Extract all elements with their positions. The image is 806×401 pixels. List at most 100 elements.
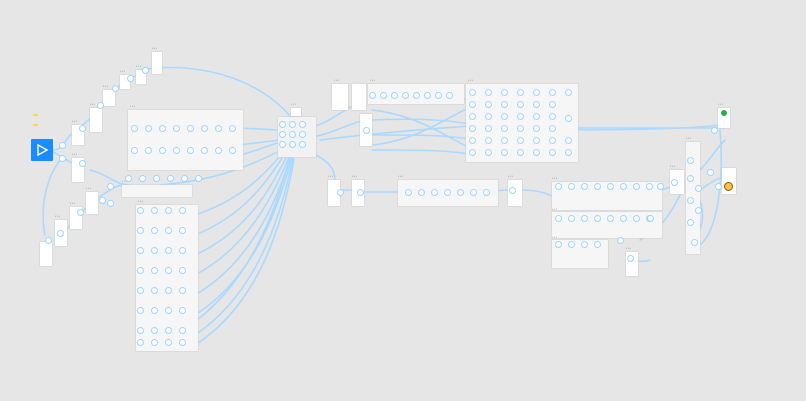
hotspot[interactable] — [500, 124, 508, 132]
hotspot[interactable] — [356, 188, 364, 196]
hotspot[interactable] — [298, 140, 306, 148]
hotspot[interactable] — [484, 148, 492, 156]
hotspot[interactable] — [554, 240, 562, 248]
hotspot[interactable] — [228, 124, 236, 132]
hotspot[interactable] — [166, 174, 174, 182]
hotspot[interactable] — [532, 88, 540, 96]
hotspot[interactable] — [500, 112, 508, 120]
hotspot[interactable] — [656, 182, 664, 190]
hotspot[interactable] — [158, 124, 166, 132]
hotspot[interactable] — [178, 306, 186, 314]
hotspot[interactable] — [593, 214, 601, 222]
hotspot[interactable] — [130, 146, 138, 154]
hotspot[interactable] — [686, 174, 694, 182]
hotspot[interactable] — [468, 148, 476, 156]
hotspot[interactable] — [484, 136, 492, 144]
hotspot[interactable] — [593, 240, 601, 248]
hotspot[interactable] — [336, 188, 344, 196]
hotspot[interactable] — [580, 240, 588, 248]
hotspot[interactable] — [580, 182, 588, 190]
hotspot[interactable] — [616, 236, 624, 244]
hotspot[interactable] — [58, 154, 66, 162]
hotspot[interactable] — [98, 196, 106, 204]
hotspot[interactable] — [144, 124, 152, 132]
hotspot[interactable] — [96, 101, 104, 109]
hotspot[interactable] — [78, 124, 86, 132]
hotspot[interactable] — [178, 286, 186, 294]
hotspot[interactable] — [632, 214, 640, 222]
frame[interactable] — [103, 90, 115, 106]
hotspot[interactable] — [136, 246, 144, 254]
hotspot[interactable] — [136, 266, 144, 274]
hotspot[interactable] — [150, 306, 158, 314]
hotspot[interactable] — [646, 214, 654, 222]
hotspot[interactable] — [469, 188, 477, 196]
hotspot[interactable] — [362, 126, 370, 134]
hotspot[interactable] — [278, 130, 286, 138]
hotspot[interactable] — [180, 174, 188, 182]
hotspot[interactable] — [500, 88, 508, 96]
frame[interactable] — [332, 84, 348, 110]
hotspot[interactable] — [632, 182, 640, 190]
frame[interactable] — [328, 180, 340, 206]
hotspot[interactable] — [686, 156, 694, 164]
hotspot[interactable] — [694, 206, 702, 214]
hotspot[interactable] — [164, 226, 172, 234]
hotspot[interactable] — [164, 206, 172, 214]
hotspot[interactable] — [548, 112, 556, 120]
hotspot[interactable] — [401, 91, 409, 99]
hotspot[interactable] — [390, 91, 398, 99]
frame[interactable] — [86, 192, 98, 214]
hotspot[interactable] — [150, 338, 158, 346]
hotspot[interactable] — [288, 120, 296, 128]
hotspot[interactable] — [500, 136, 508, 144]
hotspot[interactable] — [158, 146, 166, 154]
hotspot[interactable] — [379, 91, 387, 99]
hotspot[interactable] — [106, 182, 114, 190]
hotspot[interactable] — [178, 246, 186, 254]
hotspot[interactable] — [516, 112, 524, 120]
hotspot[interactable] — [548, 100, 556, 108]
frame[interactable] — [40, 242, 52, 266]
hotspot[interactable] — [564, 88, 572, 96]
hotspot[interactable] — [76, 208, 84, 216]
hotspot[interactable] — [606, 182, 614, 190]
hotspot[interactable] — [532, 112, 540, 120]
hotspot[interactable] — [150, 226, 158, 234]
hotspot[interactable] — [172, 146, 180, 154]
hotspot[interactable] — [468, 112, 476, 120]
frame[interactable] — [90, 108, 102, 132]
hotspot[interactable] — [150, 326, 158, 334]
hotspot[interactable] — [580, 214, 588, 222]
hotspot[interactable] — [567, 214, 575, 222]
hotspot[interactable] — [144, 146, 152, 154]
hotspot[interactable] — [710, 126, 718, 134]
hotspot[interactable] — [298, 120, 306, 128]
hotspot[interactable] — [78, 159, 86, 167]
hotspot[interactable] — [645, 182, 653, 190]
hotspot[interactable] — [554, 182, 562, 190]
hotspot[interactable] — [288, 140, 296, 148]
hotspot[interactable] — [150, 246, 158, 254]
hotspot[interactable] — [516, 148, 524, 156]
hotspot[interactable] — [141, 66, 149, 74]
hotspot[interactable] — [186, 124, 194, 132]
hotspot[interactable] — [468, 136, 476, 144]
hotspot[interactable] — [468, 124, 476, 132]
hotspot[interactable] — [178, 326, 186, 334]
hotspot[interactable] — [124, 174, 132, 182]
hotspot[interactable] — [430, 188, 438, 196]
hotspot[interactable] — [484, 112, 492, 120]
hotspot[interactable] — [111, 84, 119, 92]
hotspot[interactable] — [548, 124, 556, 132]
hotspot[interactable] — [106, 199, 114, 207]
hotspot[interactable] — [136, 206, 144, 214]
hotspot[interactable] — [136, 226, 144, 234]
hotspot[interactable] — [178, 226, 186, 234]
screen-grid[interactable] — [128, 110, 243, 170]
hotspot[interactable] — [200, 146, 208, 154]
hotspot[interactable] — [456, 188, 464, 196]
hotspot[interactable] — [690, 238, 698, 246]
hotspot[interactable] — [564, 114, 572, 122]
